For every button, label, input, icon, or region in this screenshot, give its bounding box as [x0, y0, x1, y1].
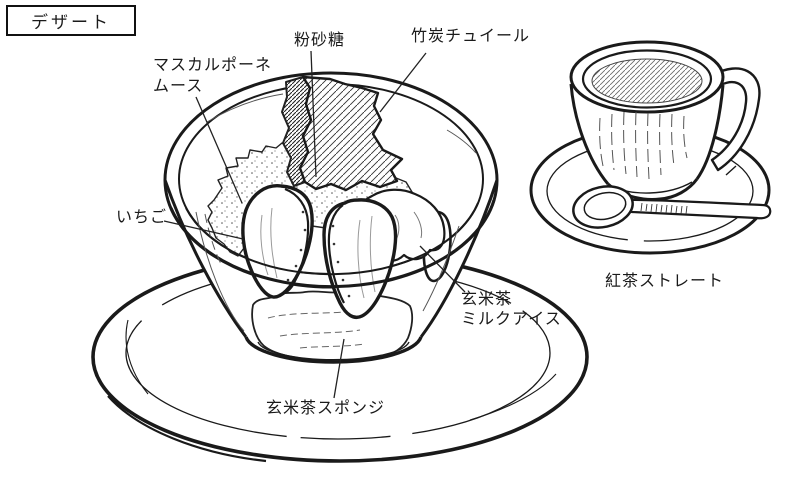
- sponge-shape: [251, 290, 414, 362]
- label-bamboo-charcoal-tuile: 竹炭チュイール: [411, 26, 531, 45]
- leader-mascarpone-mousse: [195, 96, 243, 204]
- leader-milk-ice: [419, 245, 466, 293]
- label-genmaicha-milk-ice: 玄米茶 ミルクアイス: [461, 289, 562, 329]
- teacup-illustration: [529, 40, 772, 255]
- label-strawberry: いちご: [116, 207, 168, 226]
- label-mascarpone-mousse-line2: ムース: [153, 76, 204, 95]
- label-genmaicha-sponge: 玄米茶スポンジ: [266, 398, 386, 417]
- title-box: デザート: [6, 5, 136, 36]
- leader-lines: [163, 50, 466, 399]
- leader-tuile: [379, 52, 427, 113]
- tuile-large-shard: [298, 75, 404, 192]
- label-black-tea-straight: 紅茶ストレート: [605, 271, 725, 290]
- strawberry-right: [322, 198, 398, 320]
- leader-sponge: [333, 338, 345, 399]
- label-genmaicha-milk-ice-line1: 玄米茶: [461, 289, 513, 308]
- spoon: [572, 185, 772, 229]
- label-mascarpone-mousse: マスカルポーネ ムース: [153, 54, 272, 96]
- label-powdered-sugar: 粉砂糖: [294, 30, 346, 49]
- cup-handle: [710, 67, 761, 172]
- dessert-contents: [207, 75, 452, 362]
- leader-powdered-sugar: [310, 50, 317, 178]
- label-genmaicha-milk-ice-line2: ミルクアイス: [461, 309, 562, 328]
- label-mascarpone-mousse-line1: マスカルポーネ: [153, 55, 273, 74]
- title-label: デザート: [31, 13, 111, 33]
- leader-strawberry: [163, 220, 244, 240]
- strawberry-left: [241, 184, 314, 299]
- glass-bowl-front: [163, 179, 499, 364]
- tea-surface: [591, 58, 703, 104]
